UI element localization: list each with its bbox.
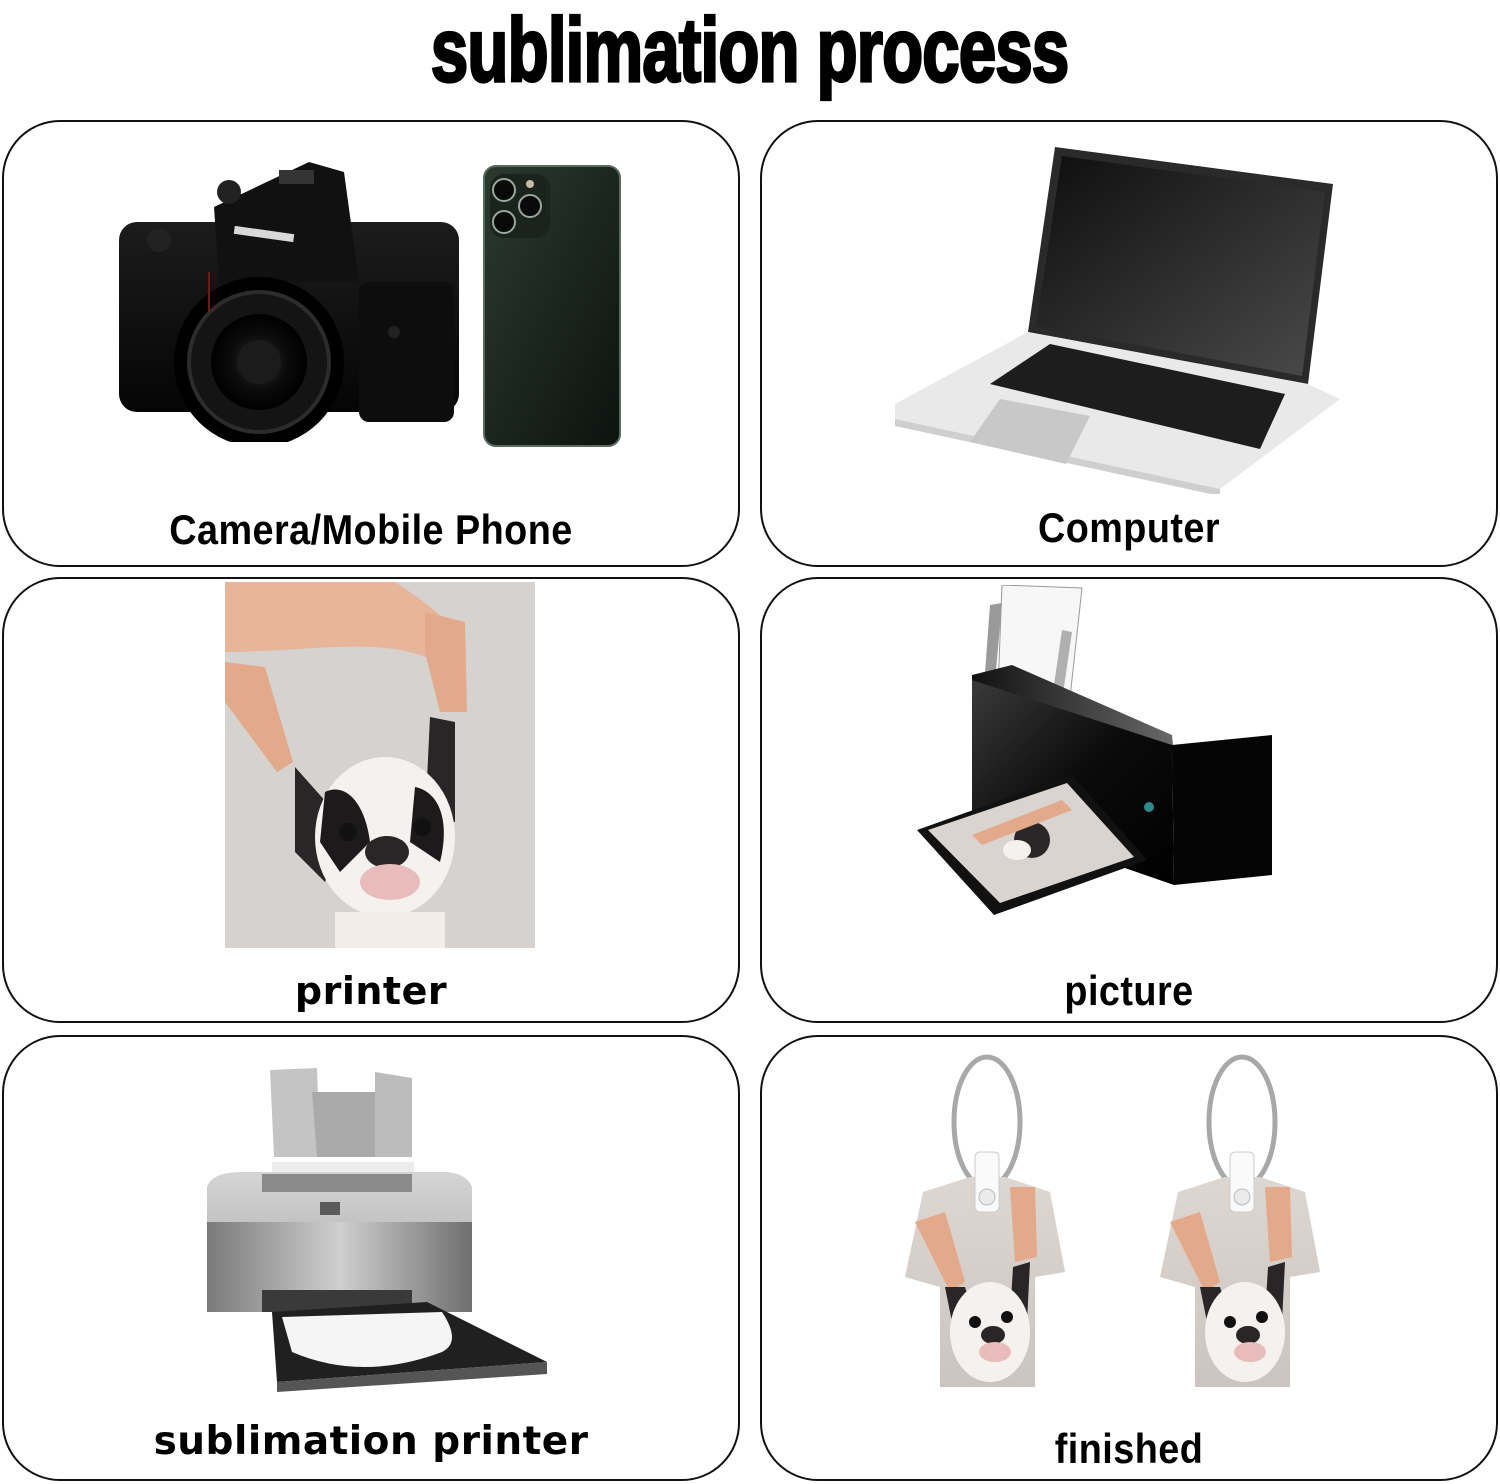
dog-photo-icon (225, 582, 535, 948)
card-label: picture (1064, 967, 1194, 1014)
page-title: sublimation process (0, 0, 1500, 110)
card-camera-phone: Camera/Mobile Phone (2, 120, 740, 567)
card-label: Computer (1037, 504, 1221, 551)
card-printer-photo: printer (2, 577, 740, 1023)
sublimation-printer-icon (207, 1068, 547, 1392)
mobile-phone-icon (483, 165, 621, 447)
laptop-icon (895, 147, 1340, 494)
photo-printer-icon (917, 585, 1272, 915)
card-picture: picture (760, 577, 1498, 1023)
keychain-icon (1160, 1054, 1320, 1387)
card-label: Camera/Mobile Phone (169, 506, 573, 553)
card-sublimation-printer: sublimation printer (2, 1035, 740, 1481)
card-finished: finished (760, 1035, 1498, 1481)
card-computer: Computer (760, 120, 1498, 567)
card-label: printer (294, 969, 448, 1013)
title-text: sublimation process (430, 0, 1071, 102)
card-label: finished (1054, 1425, 1204, 1472)
camera-icon (119, 162, 459, 442)
keychain-icon (905, 1054, 1065, 1387)
card-label: sublimation printer (153, 1419, 589, 1464)
